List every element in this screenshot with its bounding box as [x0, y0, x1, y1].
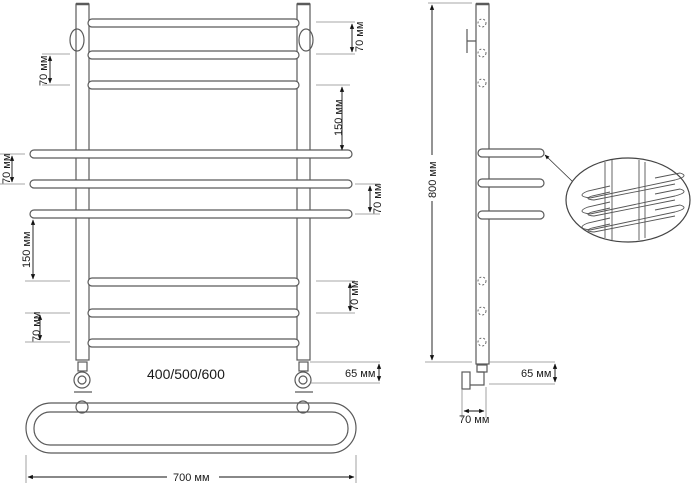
side-view — [461, 2, 691, 390]
connection-height-label-front: 65 мм — [345, 368, 375, 380]
front-view — [25, 2, 357, 454]
dim-label-top-right: 70 мм — [354, 22, 366, 52]
side-valve-elbow — [470, 371, 485, 386]
upper-rungs — [87, 18, 300, 90]
top-view-loop-inner — [33, 411, 349, 446]
connection-height-label-side: 65 мм — [521, 368, 551, 380]
lower-rungs — [87, 277, 300, 348]
front-dim-arrows — [9, 23, 382, 480]
dim-label-top-left: 70 мм — [38, 56, 50, 86]
dim-label-150-right: 150 мм — [333, 99, 345, 136]
valve-left — [73, 361, 92, 414]
center-distance-label: 400/500/600 — [147, 366, 225, 382]
wall-offset-label: 70 мм — [459, 414, 489, 426]
side-rungs — [477, 148, 545, 220]
front-dimensions — [0, 21, 380, 483]
detail-callout — [565, 157, 691, 243]
side-dim-arrows — [429, 4, 558, 414]
mounting-holes — [477, 18, 487, 347]
total-width-label: 700 мм — [173, 472, 210, 483]
wall-bracket-left — [69, 28, 85, 52]
side-dimensions — [425, 2, 555, 418]
dim-label-150-left: 150 мм — [21, 231, 33, 268]
dim-label-mid-right: 70 мм — [372, 184, 384, 214]
top-view-loop-outer — [25, 402, 357, 454]
side-wall-flange — [461, 371, 471, 390]
dim-label-low-left: 70 мм — [31, 312, 43, 342]
dim-label-mid-left: 70 мм — [1, 154, 13, 184]
side-wall-bracket — [466, 29, 476, 53]
wall-bracket-right — [298, 28, 314, 52]
middle-long-rungs — [29, 149, 353, 219]
dim-label-low-right: 70 мм — [349, 281, 361, 311]
total-height-label: 800 мм — [427, 161, 439, 198]
valve-right — [294, 361, 313, 414]
detail-rungs — [581, 160, 685, 240]
